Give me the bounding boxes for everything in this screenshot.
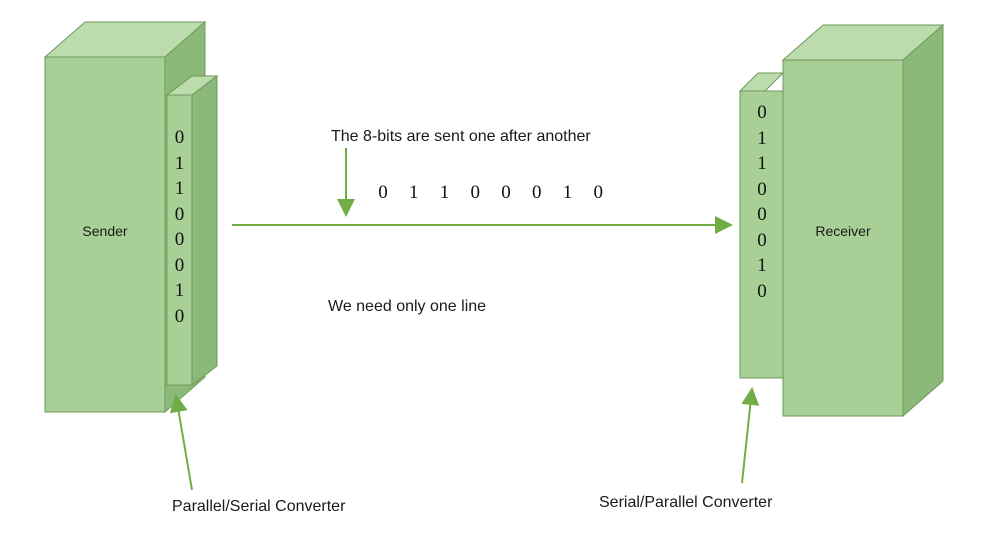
receiver-bit-column: 0 1 1 0 0 0 1 0 — [748, 100, 776, 304]
receiver-bit: 0 — [757, 280, 767, 302]
receiver-bit: 1 — [757, 127, 767, 149]
sender-converter-label: Parallel/Serial Converter — [172, 498, 346, 515]
serial-bit: 0 — [378, 182, 388, 203]
receiver-box-3d — [781, 23, 945, 418]
sender-bit: 0 — [174, 305, 185, 327]
serial-bit: 0 — [470, 182, 481, 203]
top-note-text: The 8-bits are sent one after another — [331, 128, 591, 145]
serial-bit: 0 — [593, 182, 604, 203]
serial-bit: 1 — [562, 182, 573, 203]
sender-bit: 1 — [174, 178, 185, 199]
sender-bit-column: 0 1 1 0 0 0 1 0 — [167, 125, 192, 329]
sender-bit: 1 — [174, 280, 185, 301]
sender-converter-3d — [165, 74, 219, 387]
receiver-bit: 0 — [757, 229, 767, 251]
receiver-bit: 0 — [757, 102, 767, 123]
receiver-converter-3d — [738, 72, 785, 379]
receiver-bit: 0 — [757, 178, 767, 200]
sender-bit: 0 — [174, 229, 185, 250]
serial-bit: 1 — [409, 182, 419, 203]
sender-bit: 0 — [174, 127, 185, 148]
sender-box-front-face — [44, 56, 166, 413]
serial-bit: 0 — [501, 182, 511, 203]
sender-converter-front-face — [166, 94, 193, 386]
receiver-bit: 1 — [757, 153, 767, 174]
sender-label: Sender — [82, 223, 128, 239]
sender-bit: 0 — [174, 254, 185, 276]
receiver-box-front-face — [782, 59, 904, 417]
receiver-bit: 1 — [757, 255, 767, 276]
receiver-label: Receiver — [815, 223, 871, 239]
receiver-converter-callout-arrow — [741, 387, 760, 484]
serial-bit: 1 — [439, 182, 450, 203]
receiver-bit: 0 — [757, 204, 767, 225]
serial-bit: 0 — [532, 182, 542, 203]
bottom-note-text: We need only one line — [328, 298, 487, 315]
receiver-converter-label: Serial/Parallel Converter — [599, 494, 773, 511]
receiver-box-side-face — [902, 23, 944, 418]
serial-bits-row: 0 1 1 0 0 0 1 0 — [370, 182, 611, 204]
sender-bit: 1 — [174, 152, 185, 174]
sender-converter-callout-arrow — [169, 394, 193, 491]
receiver-converter-top-face — [738, 72, 785, 92]
sender-converter-side-face — [191, 74, 218, 387]
sender-bit: 0 — [174, 203, 185, 225]
receiver-converter-front-face — [739, 90, 784, 379]
